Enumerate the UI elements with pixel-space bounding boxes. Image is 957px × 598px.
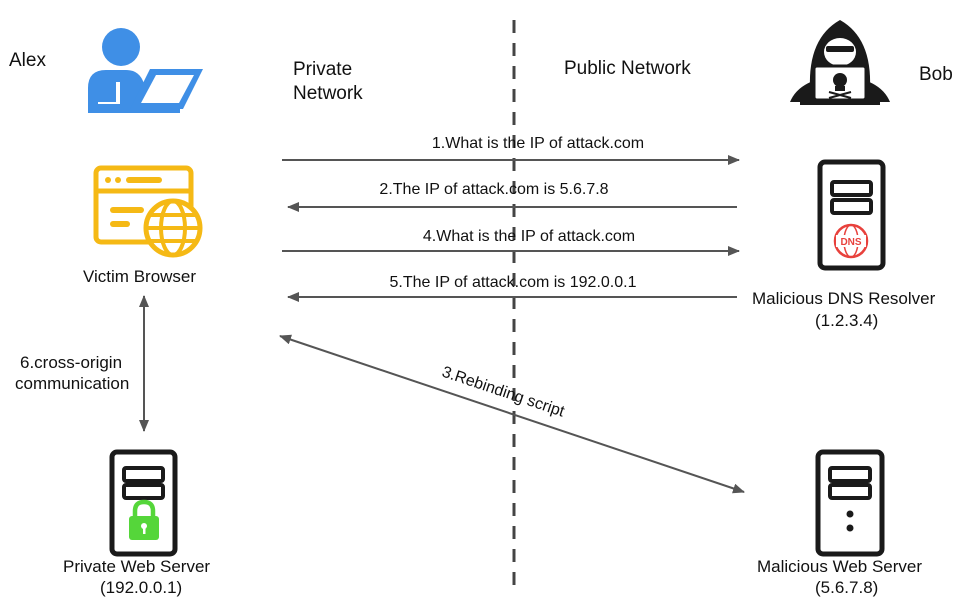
actor-alex: Alex [9, 50, 46, 71]
zone-public: Public Network [564, 58, 691, 79]
message-4: 4.What is the IP of attack.com [422, 228, 636, 245]
private-server-ip: (192.0.0.1) [100, 578, 183, 597]
arrow-rebinding [279, 334, 745, 494]
dns-resolver-name: Malicious DNS Resolver [752, 289, 936, 308]
dns-resolver-ip: (1.2.3.4) [815, 311, 879, 330]
cross-origin-line2: communication [15, 374, 130, 393]
cross-origin-line1: 6.cross-origin [20, 353, 123, 372]
message-1: 1.What is the IP of attack.com [431, 135, 645, 152]
locked-server-icon [109, 449, 178, 557]
malicious-server-ip: (5.6.7.8) [815, 578, 879, 597]
zone-private-line1: Private [293, 59, 353, 80]
zone-private-line2: Network [293, 83, 363, 104]
victim-browser-label: Victim Browser [83, 267, 197, 286]
actor-bob: Bob [919, 64, 953, 85]
browser-globe-icon [93, 165, 203, 258]
hacker-icon [790, 20, 890, 105]
dns-badge: DNS [840, 237, 861, 248]
private-server-name: Private Web Server [63, 557, 211, 576]
rebinding-label: 3.Rebinding script [440, 364, 567, 421]
server-icon [815, 449, 885, 557]
message-5: 5.The IP of attack.com is 192.0.0.1 [389, 274, 637, 291]
user-laptop-icon [88, 28, 203, 113]
malicious-server-name: Malicious Web Server [757, 557, 923, 576]
message-2: 2.The IP of attack.com is 5.6.7.8 [379, 181, 609, 198]
dns-server-icon: DNS [817, 159, 886, 271]
